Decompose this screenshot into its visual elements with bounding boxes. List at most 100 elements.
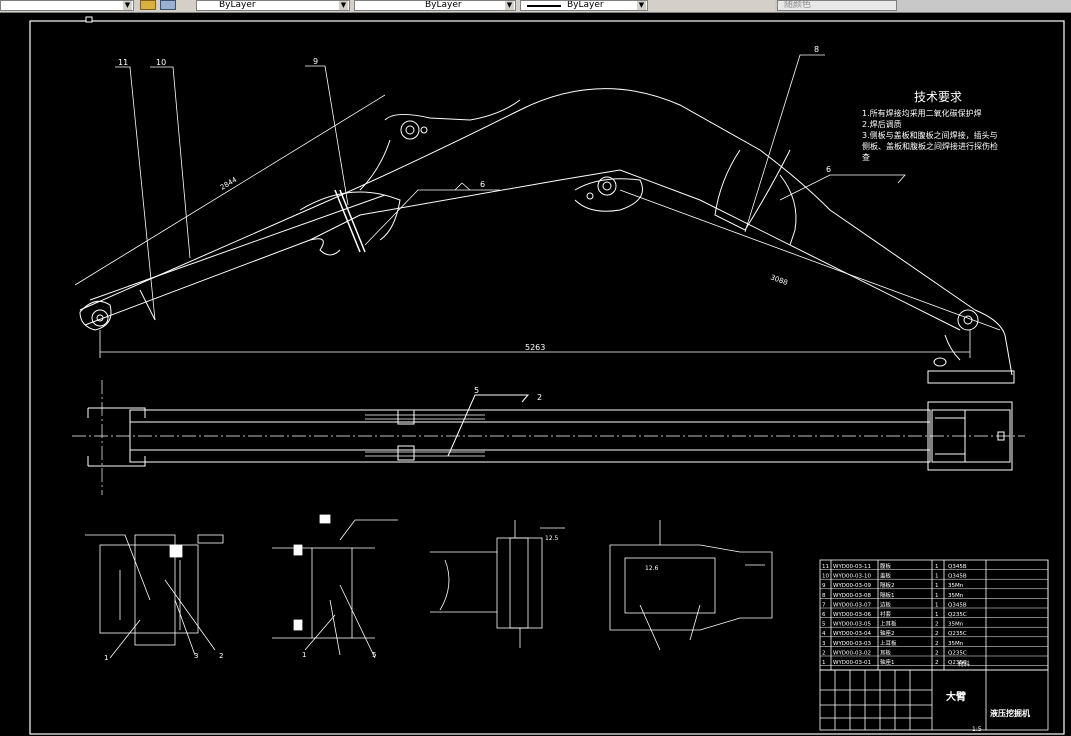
bom-cell-qty: 2 [935,650,939,656]
bom-cell-code: WYD00-03-02 [833,650,871,656]
bom-cell-no: 4 [822,631,826,637]
callout-11: 11 [118,58,128,67]
bom-cell-mat: Q345B [948,574,967,580]
bom-cell-no: 10 [822,574,829,580]
title-part-name: 大臂 [946,690,966,703]
layer-value: ByLayer [219,0,256,10]
bom-cell-no: 5 [822,622,826,628]
lineweight-value: ByLayer [567,0,604,10]
bom-cell-mat: Q235C [948,650,967,656]
bom-cell-mat: Q345B [948,602,967,608]
callout-leaders: 11 10 9 8 6 6 [115,45,906,321]
bom-cell-mat: 35Mn [948,593,964,599]
bom-cell-mat: Q235C [948,631,967,637]
bom-cell-qty: 2 [935,622,939,628]
bom-cell-no: 8 [822,593,826,599]
bom-cell-code: WYD00-03-09 [833,583,871,589]
chevron-down-icon[interactable]: ▼ [637,1,646,10]
chevron-down-icon[interactable]: ▼ [505,1,514,10]
detail-1-label-c: 2 [219,652,223,660]
bom-cell-code: WYD00-03-01 [833,660,871,666]
bom-cell-no: 2 [822,650,826,656]
lineweight-dropdown[interactable]: ByLayer ▼ [520,0,648,11]
bom-cell-no: 7 [822,602,826,608]
boom-side-view [79,88,1015,384]
detail-1-label-b: 3 [194,652,198,660]
bom-cell-qty: 1 [935,564,939,570]
callout-9: 9 [313,57,318,66]
title-scale: 1:5 [972,726,982,733]
bom-cell-qty: 1 [935,574,939,580]
tech-req-line-5: 查 [862,152,870,162]
bom-cell-mat: Q235C [948,612,967,618]
lineweight-sample [527,5,561,7]
callout-8: 8 [814,45,819,54]
detail-1-label-a: 1 [104,654,108,662]
callout-6b: 6 [826,165,831,174]
bom-cell-code: WYD00-03-08 [833,593,871,599]
boom-pin-hole-upper [400,120,420,140]
layer-manager-icon[interactable] [160,0,176,10]
bom-cell-no: 9 [822,583,826,589]
callout-6a: 6 [480,180,485,189]
bom-cell-qty: 2 [935,660,939,666]
section-detail-4: 12.6 [609,520,773,651]
boom-pin-hole-root [957,309,979,331]
bom-table [819,559,1049,731]
color-dropdown[interactable]: ▼ [0,0,134,11]
bom-cell-name: 腹板 [880,562,892,570]
tech-req-line-3: 3.侧板与盖板和腹板之间焊接，插头与 [862,130,998,140]
bom-cell-no: 3 [822,641,826,647]
bom-cell-no: 11 [822,564,829,570]
bom-cell-qty: 1 [935,602,939,608]
bom-cell-qty: 1 [935,612,939,618]
bom-cell-code: WYD00-03-11 [833,564,871,570]
boom-plan-view: 5 2 [72,380,1025,495]
bom-cell-no: 6 [822,612,826,618]
bom-cell-no: 1 [822,660,826,666]
bom-cell-code: WYD00-03-03 [833,641,871,647]
section-detail-3: 12.5 [430,520,565,648]
bom-cell-name: 轴座2 [880,629,895,637]
linetype-value: ByLayer [425,0,462,10]
boom-pin-hole-tip [91,309,109,327]
bom-cell-name: 上耳板 [880,620,897,628]
chevron-down-icon[interactable]: ▼ [339,1,348,10]
dim-upper-slant: 2844 [219,175,239,191]
layer-dropdown[interactable]: ByLayer ▼ [196,0,350,11]
bom-cell-name: 盖板 [880,572,892,580]
plotstyle-dropdown[interactable]: 随颜色 [777,0,897,11]
bom-cell-code: WYD00-03-05 [833,622,871,628]
tech-req-title: 技术要求 [914,90,962,104]
detail-2-label-a: 1 [302,651,306,659]
bom-cell-name: 隔板1 [880,591,895,599]
bom-cell-mat: 35Mn [948,641,964,647]
bom-header-material: 材料 [958,660,970,668]
bom-cell-code: WYD00-03-10 [833,574,871,580]
bom-cell-code: WYD00-03-07 [833,602,871,608]
bom-cell-qty: 1 [935,593,939,599]
cad-drawing-canvas[interactable]: 5263 2844 3088 11 10 9 8 6 6 技术要求 1.所有焊接… [0,12,1071,736]
bom-cell-mat: 35Mn [948,622,964,628]
boom-pin-hole-middle [597,176,617,196]
bom-cell-mat: 35Mn [948,583,964,589]
bom-cell-name: 边板 [880,600,892,608]
callout-5: 5 [474,386,479,395]
dim-total-length: 5263 [525,343,545,352]
bom-cell-qty: 2 [935,631,939,637]
layer-icons[interactable] [138,0,182,10]
bom-cell-mat: Q345B [948,564,967,570]
bom-cell-mat: Q235C [948,660,967,666]
bom-cell-name: 隔板2 [880,581,895,589]
detail-4-label: 12.6 [645,565,659,572]
bom-cell-qty: 2 [935,641,939,647]
bom-cell-name: 轴座1 [880,658,895,666]
bom-cell-qty: 1 [935,583,939,589]
drawing-frame [29,20,1065,735]
layer-state-icon[interactable] [140,0,156,10]
tech-req-line-2: 2.焊后调质 [862,119,902,129]
title-machine-name: 液压挖掘机 [990,708,1030,718]
chevron-down-icon[interactable]: ▼ [123,1,132,10]
linetype-dropdown[interactable]: ByLayer ▼ [354,0,516,11]
